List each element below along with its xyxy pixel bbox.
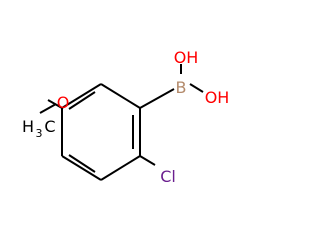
ring-bond-2 [100, 155, 141, 181]
ring-bond-3 [61, 155, 102, 181]
boron-label: B [176, 78, 187, 97]
ring-double-bond-2 [68, 154, 96, 173]
methyl-subscript-label: 3 [36, 127, 43, 140]
bonds [39, 64, 204, 181]
bond-ring-boron [139, 88, 175, 109]
atom-labels: OH OH B O H 3 C Cl [22, 48, 229, 186]
hydroxyl-top-label: OH [174, 48, 199, 67]
chemical-structure: OH OH B O H 3 C Cl [22, 48, 229, 186]
bond-boron-oh-right [189, 83, 204, 93]
bond-oxygen-methyl [39, 103, 57, 114]
ring-bond-6 [100, 83, 141, 109]
methoxy-oxygen-label: O [57, 93, 70, 112]
chlorine-label: Cl [160, 167, 176, 186]
ring-double-bond-3 [68, 91, 96, 110]
methyl-carbon-label: C [44, 117, 55, 136]
hydroxyl-right-label: OH [205, 88, 230, 107]
ring-bond-5 [61, 83, 102, 109]
methyl-hydrogen-label: H [22, 117, 34, 136]
bond-ring-chlorine [139, 155, 156, 166]
